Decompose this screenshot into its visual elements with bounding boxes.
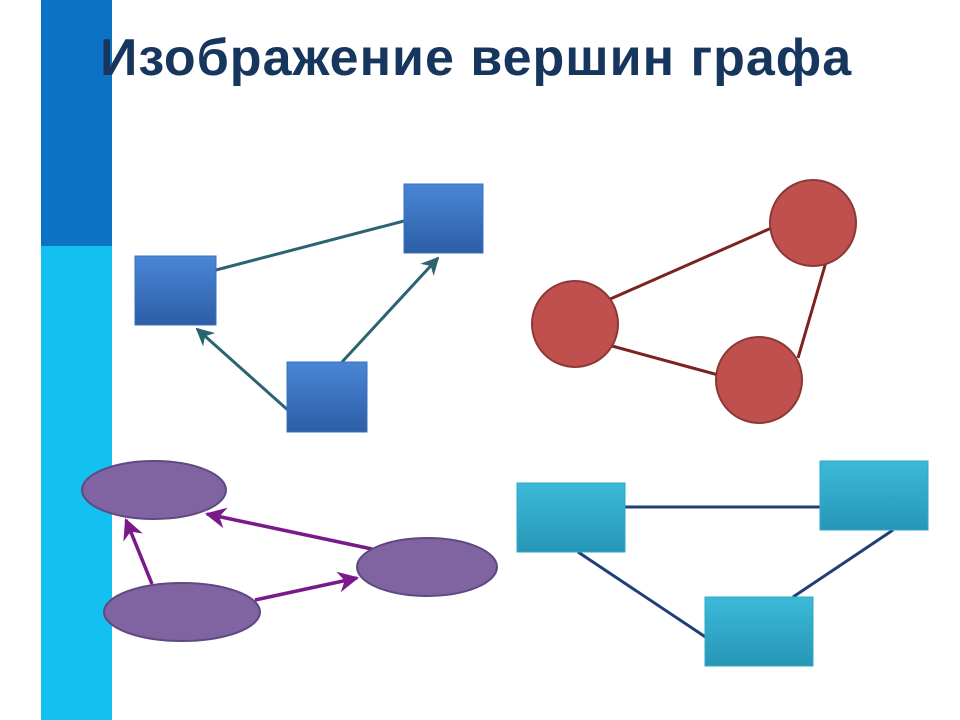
square-vertex-2: [403, 183, 484, 254]
rect-vertex-1: [516, 482, 626, 553]
square-vertex-1: [134, 255, 217, 326]
rect-edge-2: [577, 550, 708, 640]
ellipse-graph: [81, 460, 498, 642]
circle-vertex-2: [769, 179, 857, 267]
ellipse-vertex-1: [81, 460, 227, 520]
rect-edge-3: [792, 528, 894, 599]
circle-vertex-3: [715, 336, 803, 424]
rect-vertex-2: [819, 460, 929, 531]
ellipse-edge-2: [254, 571, 360, 602]
rect-vertex-3: [704, 596, 814, 667]
circle-edge-1: [607, 224, 777, 302]
slide-title: Изображение вершин графа: [100, 29, 853, 87]
circle-vertex-1: [531, 280, 619, 368]
square-graph: [134, 183, 484, 433]
ellipse-vertex-3: [103, 582, 261, 642]
ellipse-edge-3: [123, 518, 154, 585]
square-edge-3: [195, 327, 291, 414]
rectangle-graph: [516, 460, 929, 667]
ellipse-vertex-2: [356, 537, 498, 597]
square-edge-1: [215, 219, 405, 272]
circle-edge-3: [796, 261, 828, 359]
circle-graph: [531, 179, 857, 424]
square-vertex-3: [286, 361, 368, 433]
circle-edge-2: [611, 344, 723, 378]
square-edge-2: [340, 256, 440, 364]
ellipse-edge-1: [204, 507, 373, 551]
accent-bar-top: [41, 0, 112, 246]
